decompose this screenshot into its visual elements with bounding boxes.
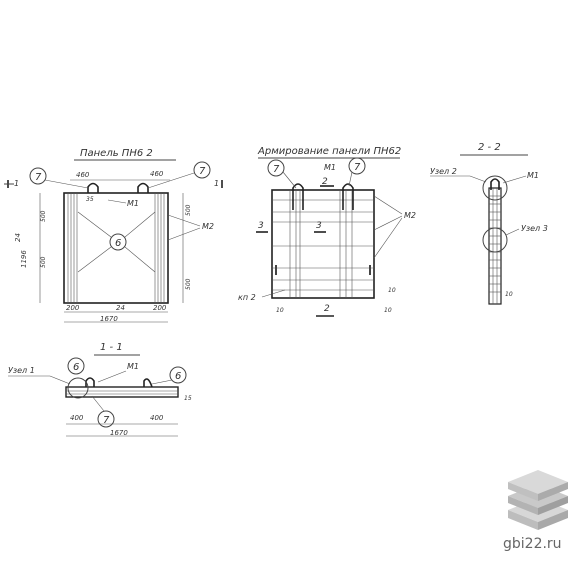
rib-section <box>488 187 502 305</box>
section-mark-3-right: 3 <box>316 221 322 231</box>
panel-left-rib <box>67 193 78 303</box>
label-m1-panel: М1 <box>127 199 139 208</box>
section-mark-2-bottom: 2 <box>324 304 330 314</box>
section-mark-3-left: 3 <box>258 221 264 231</box>
section-mark-1-right: 1 <box>214 179 219 188</box>
dim-500-r2: 500 <box>185 278 192 290</box>
callout-6-center <box>109 233 127 251</box>
lifting-loop-left <box>87 182 99 193</box>
reinf-callout-7-left-label: 7 <box>273 164 280 175</box>
lifting-loop-right <box>137 182 149 193</box>
dim-500-l1: 500 <box>40 210 47 222</box>
label-m1-section: М1 <box>527 171 539 180</box>
label-m2-panel: М2 <box>202 222 214 231</box>
dim-10-b: 10 <box>384 307 392 314</box>
dim-460-a: 460 <box>76 171 90 179</box>
section-mark-2-top: 2 <box>322 177 328 187</box>
reinf-callout-7-right-label: 7 <box>354 162 361 173</box>
frame-left-bars <box>289 190 301 298</box>
watermark-site: gbi22.ru <box>503 536 562 552</box>
dim-24-bottom: 24 <box>116 304 125 312</box>
dim-15-section: 15 <box>184 395 192 402</box>
label-uzel3: Узел 3 <box>521 224 548 233</box>
reinf-loop-right <box>342 183 354 210</box>
callout-7-sec <box>97 410 115 428</box>
callout-7-sec-label: 7 <box>103 415 110 426</box>
label-m1-sec11: М1 <box>127 362 139 371</box>
dim-10-c: 10 <box>388 287 396 294</box>
dim-500-l2: 500 <box>40 256 47 268</box>
callout-6-sec-right <box>169 366 187 384</box>
detail-circle-uzel2 <box>482 175 508 201</box>
dim-1196: 1196 <box>20 250 28 268</box>
reinf-callout-7-right <box>348 157 366 175</box>
dim-400-right: 400 <box>150 414 164 422</box>
section-11-body <box>65 386 179 398</box>
dim-460-b: 460 <box>150 170 164 178</box>
detail-circle-uzel1 <box>67 377 89 399</box>
callout-7-left <box>29 167 47 185</box>
dim-500-r1: 500 <box>185 204 192 216</box>
reinforcement-title: Армирование панели ПН62 <box>257 146 401 157</box>
dim-400-left: 400 <box>70 414 84 422</box>
label-m2-reinf: М2 <box>404 211 416 220</box>
panel-right-rib <box>154 193 165 303</box>
callout-6-sec-left <box>67 357 85 375</box>
label-kp2: кп 2 <box>238 293 256 302</box>
panel-title: Панель ПН6 2 <box>80 148 153 159</box>
dim-10-a: 10 <box>276 307 284 314</box>
rib-hatching <box>489 188 501 304</box>
detail-circle-uzel3 <box>482 227 508 253</box>
panel-view: Панель ПН6 2 7 7 460 460 <box>4 148 223 323</box>
reinf-callout-7-left <box>267 159 285 177</box>
label-m1-reinf: М1 <box>324 163 336 172</box>
frame-right-bars <box>339 190 353 298</box>
dim-10-section: 10 <box>505 291 513 298</box>
dim-1670-panel: 1670 <box>100 315 118 323</box>
dim-200-right: 200 <box>153 304 167 312</box>
callout-7-left-label: 7 <box>35 172 42 183</box>
callout-6-sec-right-label: 6 <box>175 371 181 382</box>
callout-7-right-label: 7 <box>199 166 206 177</box>
dim-35: 35 <box>86 196 94 203</box>
label-uzel2: Узел 2 <box>430 167 457 176</box>
dim-200-left: 200 <box>66 304 80 312</box>
dim-24-left: 24 <box>14 233 22 242</box>
section-2-2: 2 - 2 Узел 2 М1 Узел 3 <box>430 142 548 305</box>
section-11-title: 1 - 1 <box>100 342 123 353</box>
label-uzel1: Узел 1 <box>8 366 35 375</box>
section-22-title: 2 - 2 <box>478 142 501 153</box>
callout-6-sec-left-label: 6 <box>73 362 79 373</box>
gbi22-logo <box>508 470 568 530</box>
callout-6-center-label: 6 <box>115 238 121 249</box>
dim-1670-section: 1670 <box>110 429 128 437</box>
section-mark-1-left: 1 <box>14 179 19 188</box>
reinforcement-view: Армирование панели ПН62 7 <box>238 146 416 317</box>
section-1-1: 1 - 1 6 6 Узел 1 М1 7 400 400 1670 15 <box>8 342 192 437</box>
callout-7-right <box>193 161 211 179</box>
reinf-loop-left <box>292 183 304 210</box>
